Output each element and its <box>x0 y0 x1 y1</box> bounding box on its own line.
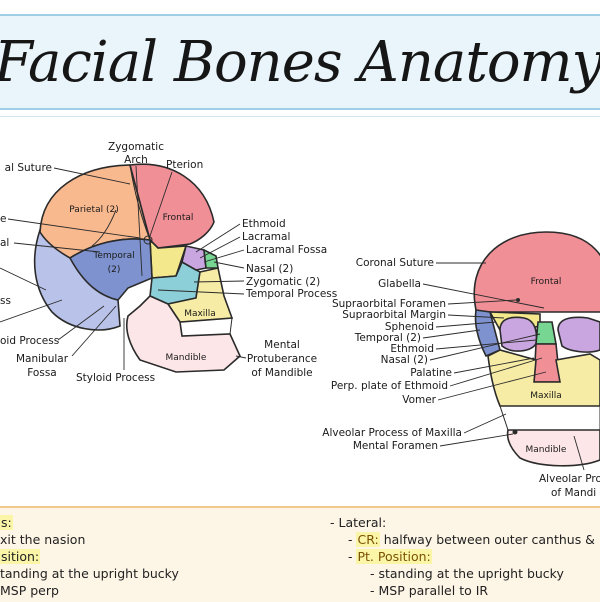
lateral-skull: Parietal (2) Frontal Temporal (2) Maxill… <box>0 141 337 384</box>
perp-plate-label: Perp. plate of Ethmoid <box>331 380 448 392</box>
frontal-skull-teeth <box>499 405 600 431</box>
lateral-nasal-label: Nasal (2) <box>246 263 293 275</box>
lateral-mandible-label: Mandible <box>166 353 207 363</box>
notes-left-line3: sition: <box>0 549 41 564</box>
coronal-suture-partial-label: al Suture <box>5 162 52 174</box>
notes-left-line5: MSP perp <box>0 583 59 598</box>
notes-left-line4: tanding at the upright bucky <box>0 566 179 581</box>
mental-protuberance-label-1: Mental <box>264 339 300 351</box>
mental-foramen-marker <box>512 429 518 435</box>
frontal-skull-frontal-bone <box>473 231 600 313</box>
frontal-skull-nasal-bone <box>535 321 557 345</box>
title-divider <box>0 116 600 117</box>
pt-dash: - <box>348 549 357 564</box>
skull-diagrams: Parietal (2) Frontal Temporal (2) Maxill… <box>0 141 600 499</box>
frontal-temporal-label: Temporal (2) <box>354 332 421 344</box>
alveolar-pro-partial-label-2: of Mandi <box>551 487 596 499</box>
zygomatic-arch-label-1: Zygomatic <box>108 141 164 153</box>
pt-position-label: Pt. Position: <box>356 549 432 564</box>
lateral-ethmoid-label: Ethmoid <box>242 218 286 230</box>
cr-label: CR: <box>356 532 380 547</box>
supraorbital-foramen-label: Supraorbital Foramen <box>332 298 446 310</box>
styloid-process-label: Styloid Process <box>76 372 155 384</box>
temporal-process-label: Temporal Process <box>245 288 337 300</box>
frontal-skull-frontal-label: Frontal <box>531 277 562 287</box>
ss-partial-label: ss <box>0 295 11 307</box>
sphenoid-label: Sphenoid <box>385 321 434 333</box>
temporal-label-line2: (2) <box>108 265 121 275</box>
alveolar-process-label: Alveolar Process of Maxilla <box>322 427 462 439</box>
notes-left-line2: xit the nasion <box>0 532 86 547</box>
lateral-maxilla-label: Maxilla <box>184 309 216 319</box>
zygomatic-label: Zygomatic (2) <box>246 276 320 288</box>
notes-left-heading: s: <box>0 515 13 530</box>
positioning-notes: s: xit the nasion sition: tanding at the… <box>0 506 600 602</box>
position-item-1: - standing at the upright bucky <box>370 566 564 581</box>
parietal-label: Parietal (2) <box>69 205 118 215</box>
pterion-label: Pterion <box>166 159 203 171</box>
mandible-bone <box>125 295 241 373</box>
alveolar-pro-partial-label-1: Alveolar Pro <box>539 473 600 485</box>
mental-protuberance-label-2: Protuberance <box>247 353 317 365</box>
lacramal-label: Lacramal <box>242 231 290 243</box>
page-title: Facial Bones Anatomy & Positioning <box>0 30 600 95</box>
frontal-nasal-label: Nasal (2) <box>381 354 428 366</box>
frontal-ethmoid-label: Ethmoid <box>390 343 434 355</box>
cr-dash: - <box>348 532 357 547</box>
cr-text: halfway between outer canthus & <box>379 532 595 547</box>
frontal-skull-mandible-bone <box>506 429 600 467</box>
lateral-frontal-label: Frontal <box>163 213 194 223</box>
left-orbit <box>499 316 538 352</box>
lateral-heading: - Lateral: <box>330 515 387 530</box>
notes-right-column: - Lateral: - CR: halfway between outer c… <box>330 514 595 599</box>
notes-left-column: s: xit the nasion sition: tanding at the… <box>0 514 179 599</box>
manibular-fossa-label-2: Fossa <box>27 367 56 379</box>
coronal-suture-label: Coronal Suture <box>356 257 434 269</box>
frontal-skull: Frontal Maxilla Mandible Coronal Suture … <box>322 231 600 499</box>
manibular-fossa-label-1: Manibular <box>16 353 69 365</box>
lacramal-fossa-label: Lacramal Fossa <box>246 244 327 256</box>
al-partial-label: al <box>0 237 9 249</box>
frontal-skull-maxilla-label: Maxilla <box>530 391 562 401</box>
frontal-bone <box>128 163 215 249</box>
palatine-label: Palatine <box>410 367 452 379</box>
frontal-skull-mandible-label: Mandible <box>526 445 567 455</box>
right-orbit <box>557 316 600 353</box>
position-item-2: - MSP parallel to IR <box>370 583 489 598</box>
supraorbital-margin-label: Supraorbital Margin <box>342 309 446 321</box>
zygomatic-arch-label-2: Arch <box>124 154 148 166</box>
temporal-label-line1: Temporal <box>92 251 134 261</box>
title-banner: Facial Bones Anatomy & Positioning <box>0 14 600 110</box>
supraorbital-foramen-marker <box>516 298 520 302</box>
e-partial-label: e <box>0 213 6 225</box>
mastoid-process-partial-label: oid Process <box>0 335 59 347</box>
mental-protuberance-label-3: of Mandible <box>251 367 312 379</box>
vomer-label: Vomer <box>402 394 436 406</box>
glabella-label: Glabella <box>378 278 421 290</box>
mental-foramen-label: Mental Foramen <box>353 440 438 452</box>
pterion-marker <box>143 235 153 245</box>
